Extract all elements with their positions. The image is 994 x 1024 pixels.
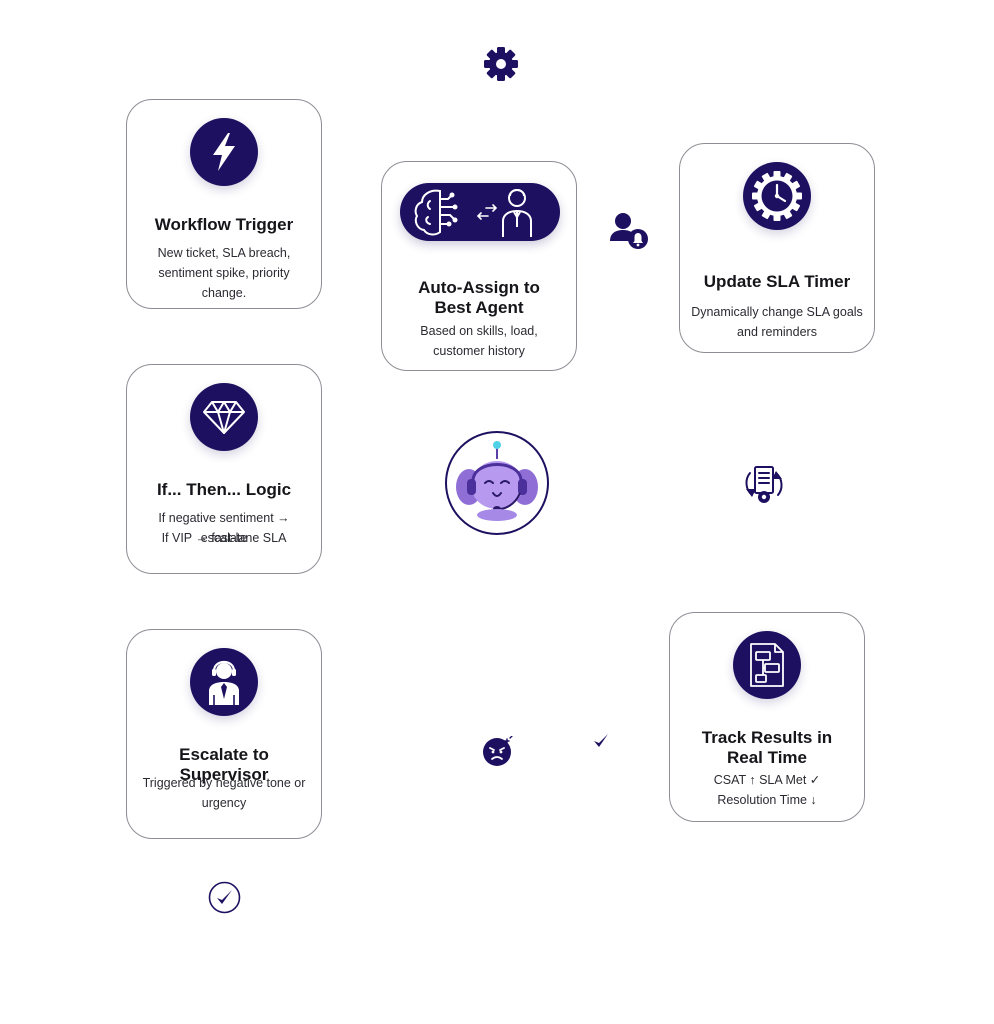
card-auto-assign: Auto-Assign to Best Agent Based on skill… <box>381 161 577 371</box>
card-title: Real Time <box>726 748 807 767</box>
card-title: Update SLA Timer <box>703 272 851 291</box>
lightning-icon <box>190 118 258 186</box>
card-description-line: If VIP → fast-lane SLA <box>161 531 287 545</box>
card-description-line: New ticket, SLA breach, <box>157 246 291 260</box>
card-track-results: Track Results in Real Time CSAT ↑ SLA Me… <box>669 612 865 822</box>
card-description-line: and reminders <box>737 325 817 339</box>
card-title: Track Results in <box>701 728 833 747</box>
gear-clock-icon <box>743 162 811 230</box>
card-description-line: Dynamically change SLA goals <box>691 305 863 319</box>
checkmark-icon <box>594 734 608 747</box>
agent-bell-icon <box>610 213 648 249</box>
card-description-line: If negative sentiment → escalate <box>158 511 290 545</box>
card-update-sla-timer: Update SLA Timer Dynamically change SLA … <box>679 143 875 353</box>
card-description-line: Based on skills, load, <box>420 324 538 338</box>
check-circle-icon <box>208 881 241 914</box>
card-title: Escalate to Supervisor <box>179 745 269 784</box>
mascot-icon <box>445 431 549 535</box>
supervisor-icon <box>190 648 258 716</box>
card-workflow-trigger: Workflow Trigger New ticket, SLA breach,… <box>126 99 322 309</box>
card-title: Best Agent <box>434 298 524 317</box>
card-description-line: urgency <box>201 796 247 810</box>
angry-face-icon <box>483 736 513 766</box>
card-description-line: Resolution Time ↓ <box>717 793 817 807</box>
card-title: Workflow Trigger <box>154 215 294 234</box>
brain-to-agent-icon <box>400 183 560 241</box>
card-description-line: CSAT ↑ SLA Met ✓ <box>713 773 821 787</box>
card-description-line: customer history <box>433 344 525 358</box>
card-title: Auto-Assign to <box>418 278 540 297</box>
gear-icon <box>484 47 518 81</box>
report-icon <box>733 631 801 699</box>
document-cycle-icon <box>745 466 783 503</box>
card-title: If... Then... Logic <box>156 480 292 499</box>
card-description-line: sentiment spike, priority change. <box>158 266 290 300</box>
card-escalate-supervisor: Escalate to Supervisor Triggered by nega… <box>126 629 322 839</box>
card-if-then-logic: If... Then... Logic If negative sentimen… <box>126 364 322 574</box>
diamond-icon <box>190 383 258 451</box>
card-description-line: Triggered by negative tone or <box>142 776 306 790</box>
